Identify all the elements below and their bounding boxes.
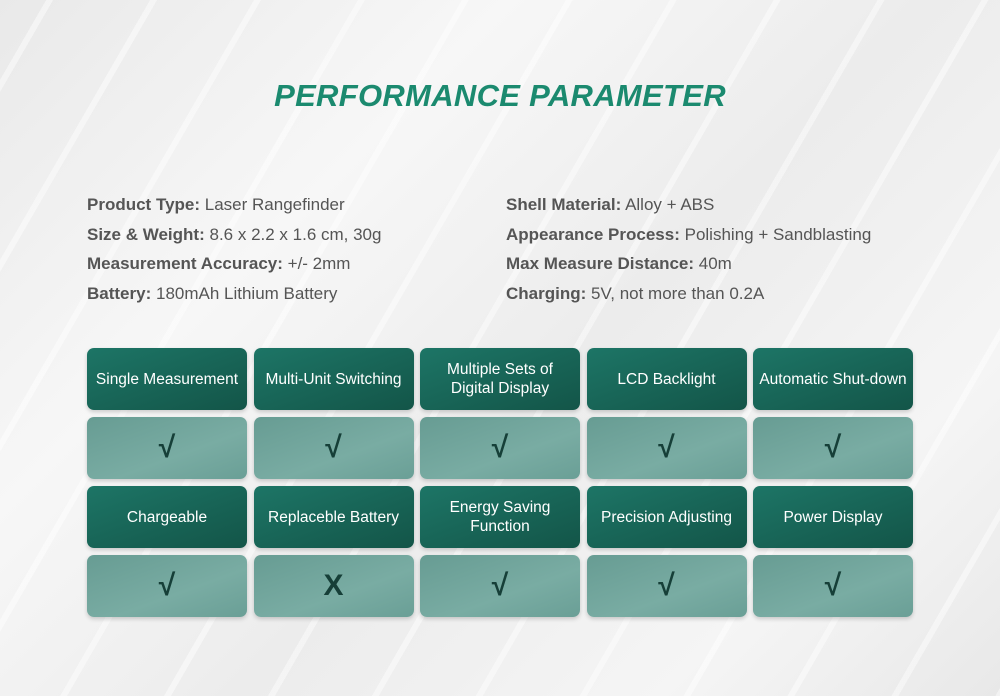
feature-header: Automatic Shut-down (753, 348, 913, 410)
feature-header: Precision Adjusting (586, 486, 747, 548)
feature-mark: √ (253, 417, 414, 479)
feature-mark: √ (586, 417, 747, 479)
feature-header: Single Measurement (87, 348, 247, 410)
spec-size-weight: Size & Weight: 8.6 x 2.2 x 1.6 cm, 30g (87, 224, 382, 244)
feature-header: Chargeable (87, 486, 247, 548)
feature-mark: √ (753, 555, 913, 617)
feature-mark: √ (586, 555, 747, 617)
feature-header: Multi-Unit Switching (253, 348, 414, 410)
spec-battery: Battery: 180mAh Lithium Battery (87, 283, 338, 303)
page-title: PERFORMANCE PARAMETER (274, 78, 726, 113)
feature-header: Replaceble Battery (253, 486, 414, 548)
feature-mark: √ (87, 417, 247, 479)
feature-mark: √ (87, 555, 247, 617)
feature-header: Energy Saving Function (420, 486, 580, 548)
spec-charging: Charging: 5V, not more than 0.2A (506, 283, 765, 303)
spec-max-distance: Max Measure Distance: 40m (506, 254, 732, 273)
spec-appearance: Appearance Process: Polishing + Sandblas… (506, 224, 872, 244)
feature-header: Power Display (753, 486, 913, 548)
feature-mark: √ (420, 417, 580, 479)
specs-left: Product Type: Laser Rangefinder Size & W… (87, 190, 381, 308)
spec-product-type: Product Type: Laser Rangefinder (87, 195, 345, 214)
feature-table: Single Measurement Multi-Unit Switching … (87, 348, 913, 617)
feature-header: Multiple Sets of Digital Display (420, 348, 580, 410)
spec-shell-material: Shell Material: Alloy + ABS (506, 195, 715, 214)
spec-accuracy: Measurement Accuracy: +/- 2mm (87, 254, 351, 273)
specs-right: Shell Material: Alloy + ABS Appearance P… (506, 190, 871, 308)
feature-mark: √ (753, 417, 913, 479)
feature-mark: X (253, 555, 414, 617)
feature-header: LCD Backlight (586, 348, 747, 410)
feature-mark: √ (420, 555, 580, 617)
